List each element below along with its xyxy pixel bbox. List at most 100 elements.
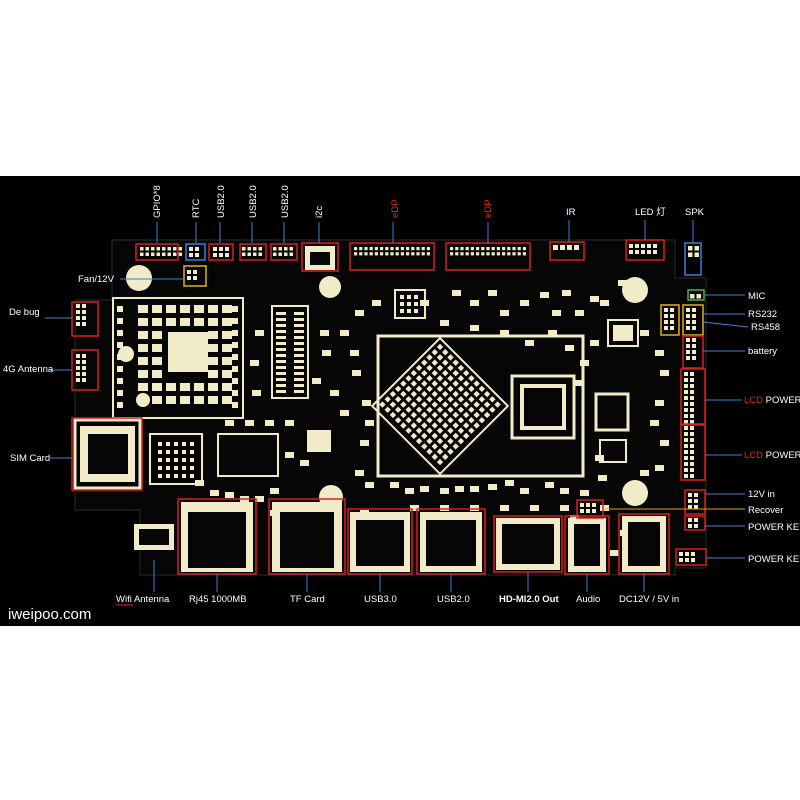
smd-part [590, 340, 599, 346]
rs232-header-pin [670, 320, 674, 324]
v12-in-header-pin [688, 493, 692, 497]
smd-part [355, 310, 364, 316]
module-4g-edge-pad [232, 378, 238, 384]
emmc-ball [190, 466, 194, 470]
emmc-ball [158, 466, 162, 470]
flex-pin [294, 378, 304, 381]
smd-part [355, 470, 364, 476]
ram-chip-inner [524, 388, 562, 426]
smd-part [352, 370, 361, 376]
lcd-power-1-header-pin [684, 402, 688, 406]
emmc-ball [182, 450, 186, 454]
smd-part [500, 505, 509, 511]
module-4g-edge-pad [232, 306, 238, 312]
smd-part [285, 420, 294, 426]
module-4g-pad [194, 318, 204, 326]
flex-pin [276, 354, 286, 357]
module-4g-pad [166, 305, 176, 313]
battery-header-pin [686, 356, 690, 360]
hl-fan [183, 265, 207, 287]
mounting-hole [622, 480, 648, 506]
lcd-power-2-header-pin [684, 468, 688, 472]
lcd-power-1-header-pin [690, 372, 694, 376]
label-lcd-power-1: LCD POWER [744, 395, 800, 406]
flex-pin [294, 342, 304, 345]
rs458-header-pin [692, 326, 696, 330]
edp-a-header-pin [421, 247, 425, 251]
edp-a-header-pin [426, 252, 430, 256]
smd-part [365, 420, 374, 426]
edp-a-header-pin [426, 247, 430, 251]
smd-part [640, 470, 649, 476]
module-4g-pad [222, 318, 232, 326]
hl-rs232 [660, 304, 680, 336]
module-4g-pad [222, 370, 232, 378]
gpio-header-pin [167, 247, 171, 251]
smd-part [365, 482, 374, 488]
rs232-header-pin [670, 308, 674, 312]
module-4g-pad [208, 396, 218, 404]
edp-b-header-pin [507, 252, 511, 256]
gpio-header-pin [162, 252, 166, 256]
module-4g-edge-pad [117, 390, 123, 396]
edp-b-header-pin [450, 247, 454, 251]
usb2a-header-pin [213, 253, 217, 257]
rtc-header-pin [189, 247, 193, 251]
led-header-pin [629, 250, 633, 254]
hl-edp-a [349, 242, 435, 271]
usb2a-header-pin [225, 247, 229, 251]
hl-battery [682, 335, 704, 369]
smd-part [372, 300, 381, 306]
smd-part [520, 300, 529, 306]
rs458-header-pin [686, 320, 690, 324]
rtc-header-pin [195, 247, 199, 251]
flex-pin [276, 360, 286, 363]
smd-part [600, 300, 609, 306]
edp-b-header-pin [481, 252, 485, 256]
module-4g-pad [152, 318, 162, 326]
edp-a-header-pin [380, 247, 384, 251]
brand-text: iweipoo.com [8, 606, 91, 623]
usb2c-header-pin [273, 252, 277, 256]
chip-right [607, 319, 639, 347]
led-header-pin [635, 244, 639, 248]
edp-a-header-pin [416, 252, 420, 256]
gpio-header-pin [140, 252, 144, 256]
mic-header-pin [696, 294, 701, 299]
usb2b-header-pin [253, 247, 257, 251]
label-hdmi: HD-MI2.0 Out [499, 594, 559, 605]
edp-b-header-pin [455, 252, 459, 256]
lcd-power-1-header-pin [684, 414, 688, 418]
spk-header-pin [694, 246, 699, 251]
module-4g-pad [180, 396, 190, 404]
smd-part [470, 325, 479, 331]
module-4g-pad [152, 396, 162, 404]
chip-right-core [613, 325, 633, 341]
smd-part [655, 465, 664, 471]
module-4g-pad [138, 357, 148, 365]
lcd-power-2-header-pin [684, 462, 688, 466]
module-4g-edge-pad [232, 402, 238, 408]
smd-part [598, 475, 607, 481]
sim-slot [73, 418, 142, 490]
smd-part [660, 440, 669, 446]
lcd-power-2-header-pin [684, 444, 688, 448]
lcd-power-2-header-pin [690, 474, 694, 478]
recover-header-pin [586, 509, 590, 513]
smd-part [362, 400, 371, 406]
smd-part [300, 460, 309, 466]
emmc-ball [174, 458, 178, 462]
i2c-inner [310, 252, 330, 265]
lcd-power-2-header-pin [684, 474, 688, 478]
emmc-ball [166, 466, 170, 470]
edp-b-header-pin [486, 252, 490, 256]
smd-part [618, 280, 627, 286]
lcd-power-1-header-pin [690, 402, 694, 406]
mounting-hole [622, 277, 648, 303]
usb2c-header-pin [289, 252, 293, 256]
v12-in-header-pin [694, 505, 698, 509]
label-12v-in: 12V in [748, 489, 775, 500]
power-key-2-header-pin [691, 552, 695, 556]
leaders-layer [45, 220, 749, 592]
flex-pin [276, 336, 286, 339]
